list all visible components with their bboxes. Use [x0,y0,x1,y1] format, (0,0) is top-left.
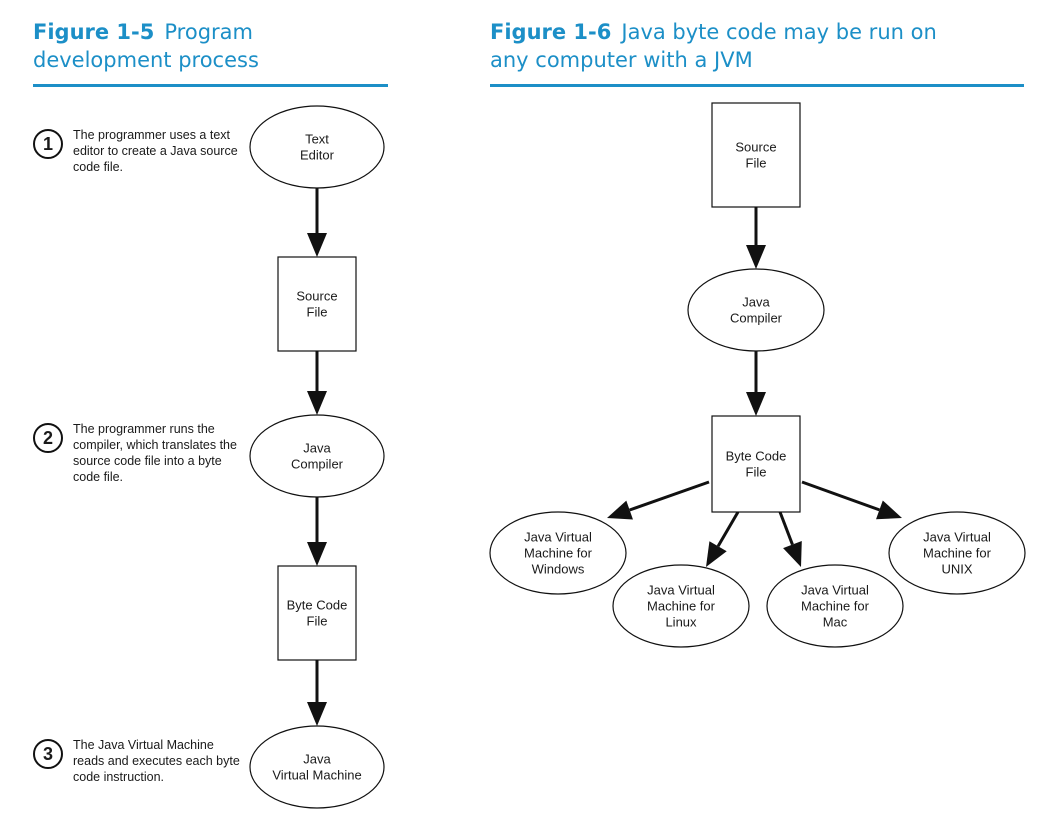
figure-1-6-number: Figure 1-6 [490,20,612,44]
node-label-line: Java Virtual [647,583,715,598]
node-label-line: Java Virtual [801,583,869,598]
node-label-line: Windows [532,562,585,577]
node-ellipse [249,725,385,809]
figure-1-5-caption-line2: development process [33,48,259,72]
arrow-shaft [801,480,880,512]
figure-6-edge-source-file-to-java-compiler [746,207,766,269]
figure-6-edge-java-compiler-to-byte-code-file [746,351,766,416]
node-ellipse [612,564,750,648]
arrow-shaft [778,511,794,546]
node-label-line: Java Virtual [923,530,991,545]
node-label-line: Source [735,140,776,155]
node-label-line: Machine for [923,546,992,561]
arrowhead-icon [607,500,633,520]
figure-1-6-caption-line2: any computer with a JVM [490,48,753,72]
figure-1-6-heading: Figure 1-6 Java byte code may be run on a… [490,18,1010,74]
node-label-line: Linux [665,615,697,630]
node-ellipse [687,268,825,352]
figure-1-6-caption-line1: Java byte code may be run on [621,20,937,44]
arrowhead-icon [746,245,766,269]
arrowhead-icon [307,391,327,415]
figure-5-edge-java-compiler-to-byte-code-file [307,497,327,566]
figure-1-6-rule [490,84,1024,87]
figure-6-edge-byte-code-file-to-jvm-linux [706,511,740,567]
node-label-line: Virtual Machine [272,768,361,783]
figure-6-edge-byte-code-file-to-jvm-windows [607,480,710,520]
node-label-line: File [307,614,328,629]
node-label-line: File [746,156,767,171]
node-ellipse [888,511,1026,595]
node-ellipse [249,414,385,498]
arrow-shaft [716,511,740,548]
figure-1-5-rule [33,84,388,87]
arrowhead-icon [307,233,327,257]
node-label-line: Text [305,132,329,147]
node-label-line: File [307,305,328,320]
arrowhead-icon [307,702,327,726]
node-label-line: Java Virtual [524,530,592,545]
node-label-line: File [746,465,767,480]
node-label-line: UNIX [941,562,972,577]
arrow-shaft [629,480,710,512]
step-number-badge: 3 [33,739,63,769]
node-box [277,256,357,352]
arrowhead-icon [307,542,327,566]
node-ellipse [766,564,904,648]
step-number-badge: 1 [33,129,63,159]
figure-6-edge-byte-code-file-to-jvm-unix [801,480,902,520]
node-label-line: Compiler [730,311,783,326]
arrowhead-icon [876,500,902,520]
step-description: The programmer uses a text editor to cre… [73,128,238,174]
node-label-line: Java [303,752,331,767]
figure-5-edge-text-editor-to-source-file [307,188,327,257]
figure-1-5-number: Figure 1-5 [33,20,155,44]
arrowhead-icon [706,541,727,567]
node-label-line: Machine for [524,546,593,561]
node-label-line: Source [296,289,337,304]
node-label-line: Byte Code [726,449,787,464]
node-label-line: Byte Code [287,598,348,613]
figure-5-edge-source-file-to-java-compiler [307,351,327,415]
node-label-line: Machine for [647,599,716,614]
node-label-line: Editor [300,148,335,163]
node-box [711,102,801,208]
node-label-line: Java [303,441,331,456]
node-box [277,565,357,661]
figure-5-edge-byte-code-file-to-java-vm [307,660,327,726]
step-number-badge: 2 [33,423,63,453]
node-label-line: Compiler [291,457,344,472]
step-description: The Java Virtual Machine reads and execu… [73,738,240,784]
node-label-line: Machine for [801,599,870,614]
node-ellipse [489,511,627,595]
figure-6-edge-byte-code-file-to-jvm-mac [778,511,802,567]
arrowhead-icon [783,541,802,567]
step-description: The programmer runs the compiler, which … [73,422,237,484]
node-label-line: Java [742,295,770,310]
arrowhead-icon [746,392,766,416]
node-ellipse [249,105,385,189]
figure-1-5-heading: Figure 1-5 Program development process [33,18,373,74]
node-label-line: Mac [823,615,848,630]
node-box [711,415,801,513]
figure-1-5-caption-line1: Program [164,20,253,44]
